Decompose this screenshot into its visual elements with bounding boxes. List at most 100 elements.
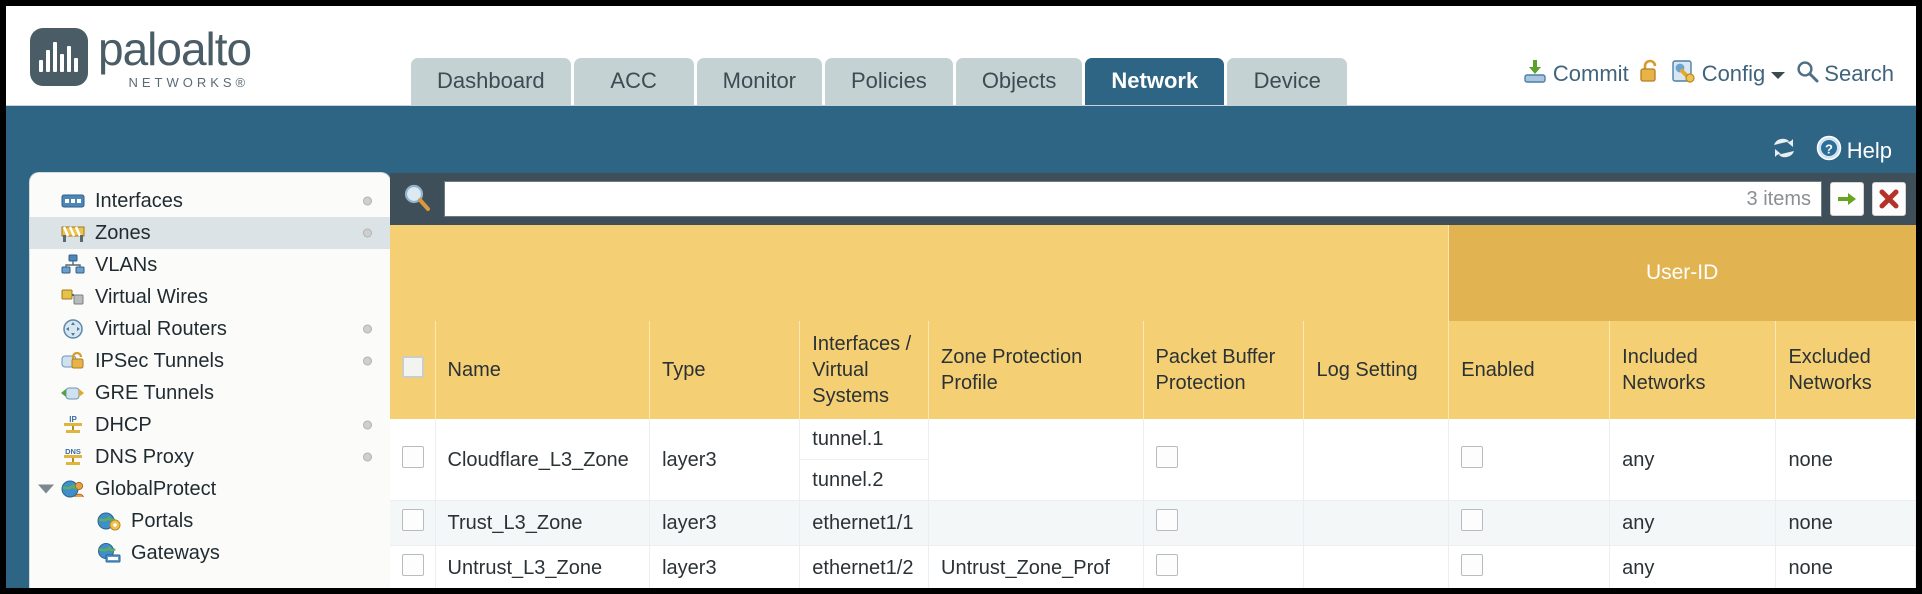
tab-acc[interactable]: ACC [573, 58, 694, 105]
search-toolbar: 3 items [390, 173, 1916, 225]
column-header-packet-buffer-protection[interactable]: Packet Buffer Protection [1143, 321, 1305, 419]
zone-name-link[interactable]: Untrust_L3_Zone [435, 545, 651, 588]
zone-name-link[interactable]: Cloudflare_L3_Zone [435, 419, 651, 501]
group-header-row: User-ID [390, 225, 1916, 321]
sidebar-item-zones[interactable]: Zones [30, 217, 390, 249]
interface-entry: ethernet1/1 [812, 512, 914, 534]
zone-interfaces: ethernet1/2 [799, 545, 929, 588]
excluded-networks: none [1775, 500, 1916, 546]
sidebar-item-label: Portals [131, 509, 194, 532]
sidebar-item-portals[interactable]: Portals [30, 505, 390, 537]
apply-arrow-icon [1838, 193, 1856, 205]
row-select-checkbox[interactable] [402, 445, 424, 468]
tab-objects[interactable]: Objects [955, 58, 1083, 105]
refresh-icon[interactable] [1770, 135, 1798, 167]
svg-text:?: ? [1825, 142, 1833, 157]
tab-network[interactable]: Network [1085, 58, 1225, 105]
virtual-wires-icon [60, 286, 86, 308]
sidebar-item-interfaces[interactable]: Interfaces [30, 185, 390, 217]
packet-buffer-protection-checkbox[interactable] [1155, 509, 1178, 531]
tab-policies[interactable]: Policies [825, 58, 953, 105]
column-header-interfaces-virtual-systems[interactable]: Interfaces / Virtual Systems [799, 321, 929, 419]
included-networks: any [1609, 419, 1777, 501]
sidebar-item-dhcp[interactable]: IP DHCP [30, 409, 390, 441]
brand-subtitle: NETWORKS® [128, 75, 250, 90]
select-all-checkbox[interactable] [402, 355, 424, 378]
dhcp-icon: IP [60, 414, 86, 436]
commit-button[interactable]: Commit [1522, 58, 1629, 90]
ipsec-tunnels-icon [60, 350, 86, 372]
sidebar-item-label: Zones [95, 221, 151, 244]
zone-type: layer3 [649, 419, 801, 501]
log-setting [1303, 419, 1450, 501]
commit-save-icon [1522, 58, 1548, 90]
interfaces-icon [60, 190, 86, 212]
config-menu[interactable]: Config [1671, 58, 1787, 90]
expand-collapse-triangle-icon[interactable] [38, 484, 54, 494]
search-button[interactable]: Search [1795, 59, 1894, 89]
user-id-enabled-checkbox[interactable] [1461, 509, 1484, 531]
user-id-enabled-cell [1448, 419, 1611, 501]
excluded-networks: none [1775, 419, 1916, 501]
sidebar-item-ipsec-tunnels[interactable]: IPSec Tunnels [30, 345, 390, 377]
zone-name-link[interactable]: Trust_L3_Zone [435, 500, 651, 546]
clear-filter-button[interactable] [1872, 182, 1906, 216]
user-id-enabled-checkbox[interactable] [1461, 554, 1484, 576]
commit-label: Commit [1552, 61, 1629, 86]
gre-tunnels-icon [60, 382, 86, 404]
unlocked-padlock-icon[interactable] [1638, 58, 1662, 90]
sidebar-item-virtual-routers[interactable]: Virtual Routers [30, 313, 390, 345]
sidebar-item-gre-tunnels[interactable]: GRE Tunnels [30, 377, 390, 409]
sidebar-item-label: DHCP [95, 413, 152, 436]
column-header-enabled[interactable]: Enabled [1448, 321, 1611, 419]
apply-filter-button[interactable] [1830, 182, 1864, 216]
search-magnifier-icon[interactable] [398, 182, 436, 217]
search-magnifier-icon [1795, 59, 1819, 89]
tab-monitor[interactable]: Monitor [696, 58, 822, 105]
column-header-log-setting[interactable]: Log Setting [1303, 321, 1450, 419]
search-input[interactable]: 3 items [444, 181, 1822, 217]
help-button[interactable]: ? Help [1816, 135, 1892, 167]
column-header-included-networks[interactable]: Included Networks [1609, 321, 1777, 419]
sidebar-item-vlans[interactable]: VLANs [30, 249, 390, 281]
svg-text:IP: IP [69, 415, 77, 424]
sidebar-item-globalprotect[interactable]: GlobalProtect [30, 473, 390, 505]
user-id-enabled-cell [1448, 545, 1611, 588]
user-id-group-header: User-ID [1448, 225, 1916, 321]
paloalto-logo-icon [30, 28, 88, 86]
tab-device[interactable]: Device [1227, 58, 1348, 105]
config-label: Config [1701, 61, 1766, 86]
sidebar-item-virtual-wires[interactable]: Virtual Wires [30, 281, 390, 313]
zones-icon [60, 222, 86, 244]
sidebar-item-gateways[interactable]: Gateways [30, 537, 390, 569]
packet-buffer-protection-checkbox[interactable] [1155, 554, 1178, 576]
row-select-checkbox[interactable] [402, 509, 424, 531]
virtual-routers-icon [60, 318, 86, 340]
sidebar-item-status-dot [363, 324, 372, 334]
packet-buffer-protection-checkbox[interactable] [1155, 445, 1178, 468]
sidebar-item-label: Virtual Wires [95, 285, 208, 308]
help-label: Help [1846, 138, 1892, 163]
zone-protection-profile: Untrust_Zone_Prof [928, 545, 1144, 588]
tab-dashboard[interactable]: Dashboard [411, 58, 571, 105]
sidebar-item-label: GRE Tunnels [95, 381, 214, 404]
column-header-zone-protection-profile[interactable]: Zone Protection Profile [928, 321, 1144, 419]
column-header-name[interactable]: Name [435, 321, 651, 419]
svg-text:DNS: DNS [65, 447, 81, 456]
row-select-checkbox[interactable] [402, 554, 424, 576]
user-id-enabled-checkbox[interactable] [1461, 445, 1484, 468]
column-header-excluded-networks[interactable]: Excluded Networks [1775, 321, 1916, 419]
column-header-type[interactable]: Type [649, 321, 801, 419]
